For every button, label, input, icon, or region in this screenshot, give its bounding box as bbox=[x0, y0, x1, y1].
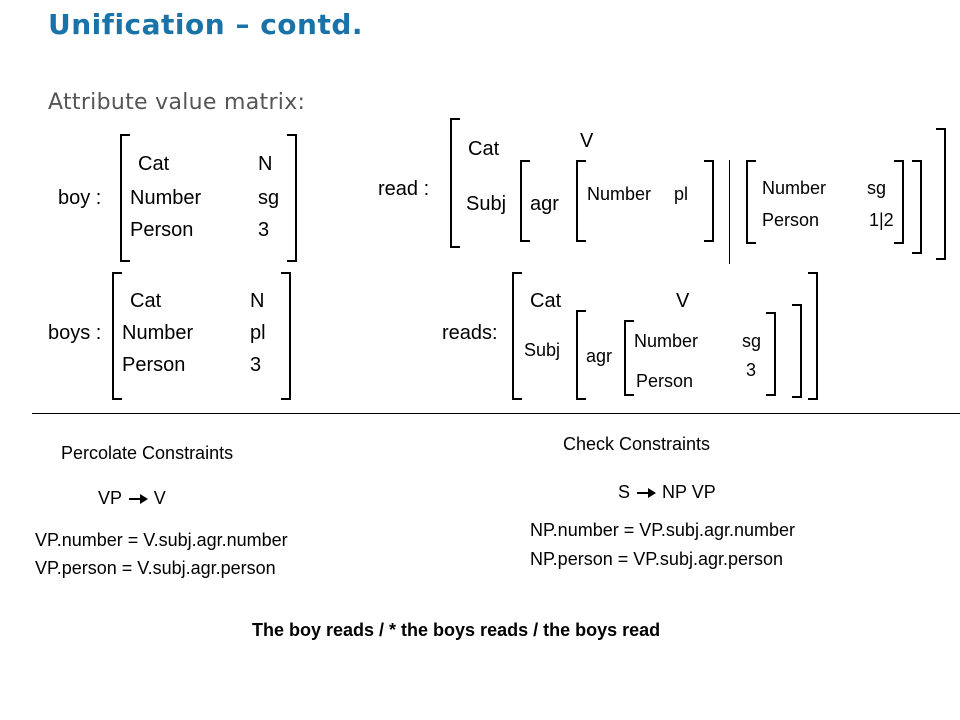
read-number: Number bbox=[587, 184, 652, 204]
reads-label: reads: bbox=[442, 322, 498, 344]
read-agr-left-bracket bbox=[576, 160, 586, 242]
section-divider bbox=[32, 413, 960, 414]
reads-subj-left-bracket bbox=[576, 310, 586, 400]
example-sentences: The boy reads / * the boys reads / the b… bbox=[252, 620, 661, 640]
boys-right-bracket bbox=[281, 272, 291, 400]
read-alt-person-value: 1|2 bbox=[869, 210, 894, 230]
read-alt-right-bracket bbox=[894, 160, 904, 244]
read-number-value: pl bbox=[674, 184, 689, 204]
boy-value: 3 bbox=[258, 219, 270, 241]
boys-attr: Number bbox=[122, 322, 194, 344]
percolate-line: VP.person = V.subj.agr.person bbox=[35, 558, 276, 578]
reads-subj-right-bracket bbox=[792, 304, 802, 398]
read-alt-number: Number bbox=[762, 178, 827, 198]
boy-right-bracket bbox=[287, 134, 297, 262]
boy-label: boy : bbox=[58, 187, 102, 209]
read-label: read : bbox=[378, 178, 430, 200]
percolate-rule: VP V bbox=[98, 488, 166, 509]
boy-value: sg bbox=[258, 187, 280, 209]
boy-left-bracket bbox=[120, 134, 130, 262]
disjunction-divider bbox=[729, 160, 730, 264]
reads-right-bracket bbox=[808, 272, 818, 400]
read-subj-right-bracket bbox=[912, 160, 922, 254]
reads-person-value: 3 bbox=[746, 360, 757, 380]
boy-attr: Cat bbox=[138, 153, 170, 175]
rule-rhs: NP VP bbox=[662, 482, 716, 502]
read-cat: Cat bbox=[468, 138, 500, 160]
percolate-line: VP.number = V.subj.agr.number bbox=[35, 530, 288, 550]
boys-left-bracket bbox=[112, 272, 122, 400]
reads-left-bracket bbox=[512, 272, 522, 400]
boys-label: boys : bbox=[48, 322, 102, 344]
boys-attr: Person bbox=[122, 354, 186, 376]
read-cat-value: V bbox=[580, 130, 594, 152]
slide-title: Unification – contd. bbox=[48, 8, 364, 41]
reads-agr: agr bbox=[586, 346, 613, 366]
check-line: NP.number = VP.subj.agr.number bbox=[530, 520, 795, 540]
read-subj-left-bracket bbox=[520, 160, 530, 242]
boys-value: pl bbox=[250, 322, 266, 344]
read-alt-number-value: sg bbox=[867, 178, 887, 198]
reads-agr-left-bracket bbox=[624, 320, 634, 396]
check-heading: Check Constraints bbox=[563, 434, 711, 454]
slide-subtitle: Attribute value matrix: bbox=[48, 90, 306, 115]
read-right-bracket bbox=[936, 128, 946, 260]
percolate-heading: Percolate Constraints bbox=[61, 443, 234, 463]
check-rule: S NP VP bbox=[618, 482, 716, 503]
boy-value: N bbox=[258, 153, 273, 175]
read-alt-person: Person bbox=[762, 210, 820, 230]
read-agr: agr bbox=[530, 193, 559, 215]
right-arrow-icon bbox=[637, 488, 657, 499]
boy-attr: Person bbox=[130, 219, 194, 241]
reads-cat-value: V bbox=[676, 290, 690, 312]
reads-number-value: sg bbox=[742, 331, 762, 351]
reads-number: Number bbox=[634, 331, 699, 351]
reads-cat: Cat bbox=[530, 290, 562, 312]
rule-lhs: VP bbox=[98, 488, 122, 508]
check-line: NP.person = VP.subj.agr.person bbox=[530, 549, 784, 569]
boy-attr: Number bbox=[130, 187, 202, 209]
right-arrow-icon bbox=[128, 494, 148, 505]
read-left-bracket bbox=[450, 118, 460, 248]
read-agr-right-bracket bbox=[704, 160, 714, 242]
read-alt-left-bracket bbox=[746, 160, 756, 244]
boys-attr: Cat bbox=[130, 290, 162, 312]
boys-value: 3 bbox=[250, 354, 262, 376]
reads-subj: Subj bbox=[524, 340, 561, 360]
boys-value: N bbox=[250, 290, 265, 312]
read-subj: Subj bbox=[466, 193, 507, 215]
reads-agr-right-bracket bbox=[766, 312, 776, 396]
rule-lhs: S bbox=[618, 482, 631, 502]
rule-rhs: V bbox=[153, 488, 166, 508]
reads-person: Person bbox=[636, 371, 694, 391]
